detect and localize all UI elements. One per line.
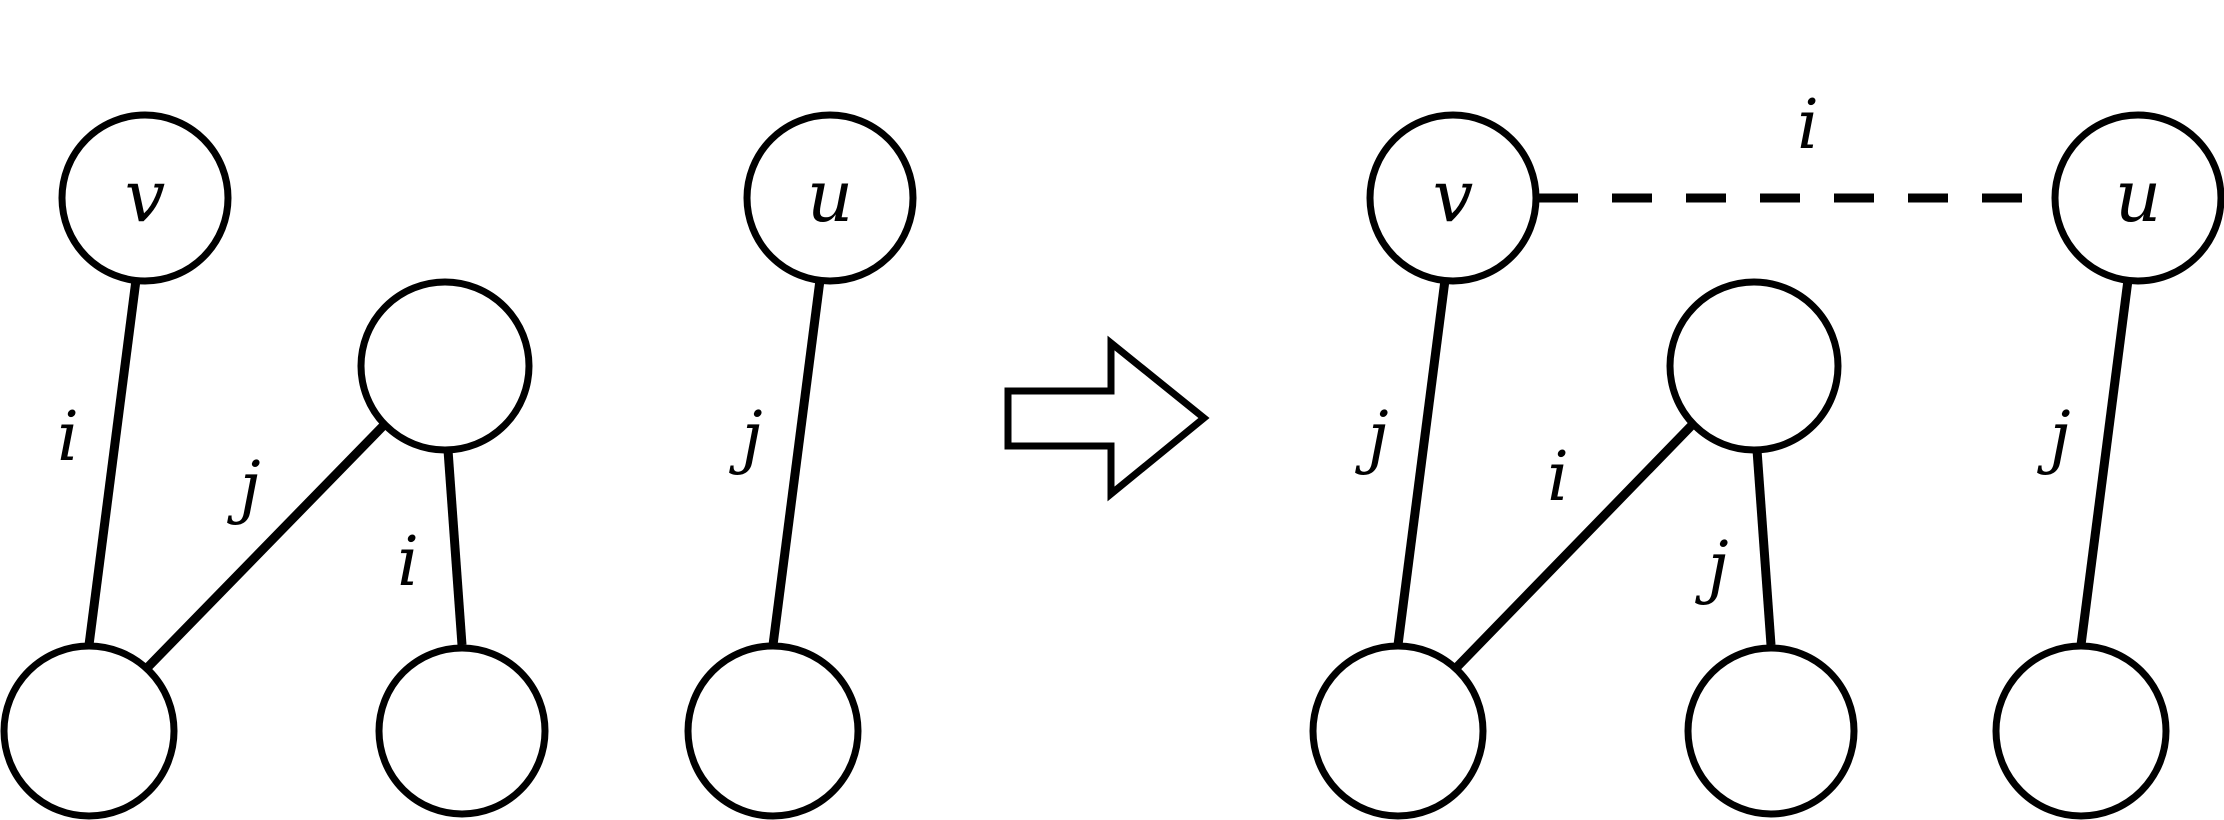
middle-graph: u j [684,111,917,820]
right-node-bottom-right [1992,642,2170,820]
middle-edge-u-bottom [768,279,825,646]
middle-node-u-label: u [807,154,853,238]
middle-node-bottom [684,642,862,820]
left-edge-right-label: i [397,523,419,602]
right-node-v-label: v [1433,154,1474,238]
right-edge-top-bottom [1752,449,1776,646]
left-edge-top-bottom [443,449,467,646]
right-edge-bottom-top [1453,420,1697,671]
left-edge-middle-label: j [226,448,260,527]
right-node-u-label: u [2115,154,2161,238]
right-edge-right-label: j [1694,528,1728,607]
right-node-u [2051,111,2224,285]
left-node-top [357,278,533,454]
right-node-bottom-middle [1684,644,1858,818]
right-node-bottom-left [1309,642,1487,820]
transform-arrow-icon [1004,335,1210,502]
right-graph: v u i j i j j [1309,86,2224,820]
left-edge-bottom-top [144,420,389,671]
left-edge-v-bottom [84,279,141,646]
left-node-bottom-left [0,642,178,820]
left-node-v-label: v [125,154,166,238]
right-new-edge-label: i [1797,86,1819,165]
middle-edge-u-label: j [728,398,762,477]
right-edge-v-bottom [1393,279,1450,646]
right-node-top [1666,278,1842,454]
left-graph: v i j i [0,111,549,820]
right-edge-middle-label: i [1547,438,1569,517]
middle-node-u [743,111,917,285]
right-edge-u-label: j [2036,398,2070,477]
right-node-v [1366,111,1540,285]
left-edge-v-label: i [57,398,79,477]
right-edge-u-bottom [2076,279,2133,646]
left-node-bottom-right [375,644,549,818]
right-edge-v-label: j [1354,398,1388,477]
left-node-v [58,111,232,285]
